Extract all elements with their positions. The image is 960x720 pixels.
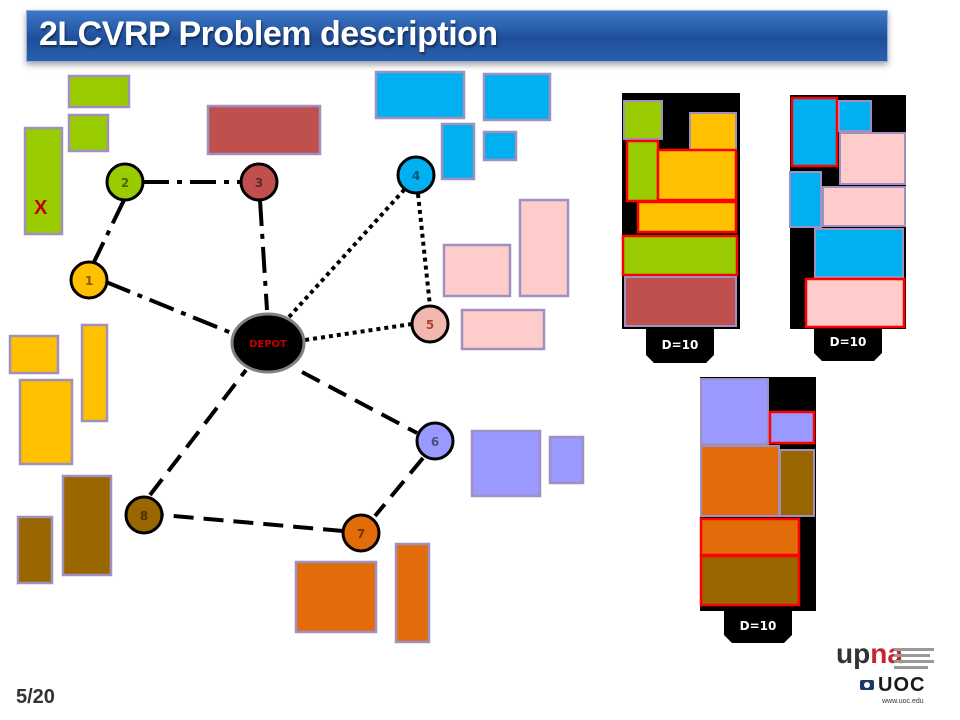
loaded-item-yellow — [689, 112, 737, 152]
vehicle-3: D=10 — [699, 377, 816, 643]
edge-4-5 — [416, 193, 432, 307]
item-orange — [294, 560, 378, 634]
node-4[interactable]: 4 — [396, 155, 436, 195]
item-pink — [442, 243, 512, 298]
uoc-url: www.uoc.edu — [882, 698, 924, 705]
item-blue — [482, 130, 518, 162]
edge-2-1 — [92, 199, 126, 263]
item-yellow — [8, 334, 60, 375]
node-8[interactable]: 8 — [124, 495, 164, 535]
item-red — [206, 104, 322, 156]
node-2[interactable]: 2 — [105, 162, 145, 202]
route-edges — [92, 180, 432, 533]
vehicle-1: D=10 — [621, 93, 740, 363]
logos: upna UOC www.uoc.edu — [836, 636, 946, 716]
node-4-label: 4 — [412, 169, 420, 183]
edge-6-7 — [373, 456, 425, 518]
loaded-item-green — [621, 234, 739, 277]
item-lavender — [470, 429, 542, 498]
upna-subtitle-mark — [894, 646, 940, 669]
loaded-item-blue — [814, 228, 904, 278]
node-6[interactable]: 6 — [415, 421, 455, 461]
item-yellow — [80, 323, 109, 423]
loaded-item-brown — [779, 449, 815, 517]
node-3-label: 3 — [255, 176, 263, 190]
uoc-logo: UOC — [864, 674, 925, 697]
node-1-label: 1 — [85, 274, 93, 288]
item-green — [67, 74, 131, 109]
item-pink — [460, 308, 546, 351]
loaded-item-green — [625, 139, 660, 203]
item-blue — [440, 122, 476, 181]
page-title: 2LCVRP Problem description — [39, 15, 498, 53]
upna-logo-up: up — [836, 638, 871, 669]
title-bar: 2LCVRP Problem description — [26, 10, 888, 62]
item-blue — [374, 70, 466, 120]
vehicle-2: D=10 — [789, 95, 906, 361]
depot-node[interactable]: DEPOT — [230, 312, 306, 374]
node-6-label: 6 — [431, 435, 439, 449]
node-1[interactable]: 1 — [69, 260, 109, 300]
x-label: X — [34, 197, 48, 219]
edge-5-depot — [304, 322, 413, 342]
loaded-item-yellow — [636, 200, 738, 234]
upna-logo-na: na — [870, 638, 903, 669]
vehicle-3-demand: D=10 — [740, 619, 777, 633]
loaded-item-red — [624, 276, 737, 327]
node-5[interactable]: 5 — [410, 304, 450, 344]
page-number: 5/20 — [16, 686, 55, 708]
edge-8-depot — [148, 368, 248, 497]
node-8-label: 8 — [140, 509, 148, 523]
loaded-item-pink — [804, 277, 906, 329]
uoc-mark-icon — [860, 680, 874, 690]
item-brown — [61, 474, 113, 577]
loaded-item-green — [623, 100, 663, 140]
item-lavender — [548, 435, 585, 485]
vehicle-3-cab — [724, 611, 792, 643]
item-orange — [394, 542, 431, 644]
depot-label: DEPOT — [249, 339, 287, 350]
item-blue — [482, 72, 552, 122]
edge-depot-4 — [287, 188, 406, 319]
loaded-item-yellow — [656, 148, 738, 202]
node-2-label: 2 — [121, 176, 129, 190]
loaded-item-blue — [838, 100, 872, 132]
node-7-label: 7 — [357, 527, 365, 541]
loaded-item-lavender — [700, 378, 769, 445]
loaded-item-orange — [700, 445, 780, 517]
item-green — [67, 113, 110, 153]
item-yellow — [18, 378, 74, 466]
loaded-item-blue — [790, 96, 839, 168]
vehicle-2-demand: D=10 — [830, 335, 867, 349]
loaded-item-pink — [839, 132, 906, 185]
upna-logo: upna — [836, 638, 903, 670]
edge-depot-6 — [301, 370, 418, 435]
node-7[interactable]: 7 — [341, 513, 381, 553]
edge-7-8 — [162, 513, 344, 533]
vehicle-2-cab — [814, 329, 882, 361]
edge-1-depot — [105, 280, 235, 336]
route-nodes: 1 2 3 4 5 6 7 8 — [69, 155, 455, 553]
vehicle-1-demand: D=10 — [662, 338, 699, 352]
loaded-item-pink — [822, 186, 906, 227]
item-green-x — [23, 126, 64, 236]
loaded-item-lavender — [768, 410, 816, 445]
uoc-logo-text: UOC — [878, 674, 926, 696]
loaded-item-orange — [699, 517, 801, 557]
item-brown — [16, 515, 54, 585]
loaded-item-blue — [789, 171, 822, 228]
item-pink — [518, 198, 570, 298]
customer-items — [8, 70, 585, 644]
node-3[interactable]: 3 — [239, 162, 279, 202]
edge-3-depot — [258, 199, 269, 311]
loaded-item-brown — [699, 554, 801, 607]
vehicle-1-cab — [646, 329, 714, 363]
node-5-label: 5 — [426, 318, 434, 332]
